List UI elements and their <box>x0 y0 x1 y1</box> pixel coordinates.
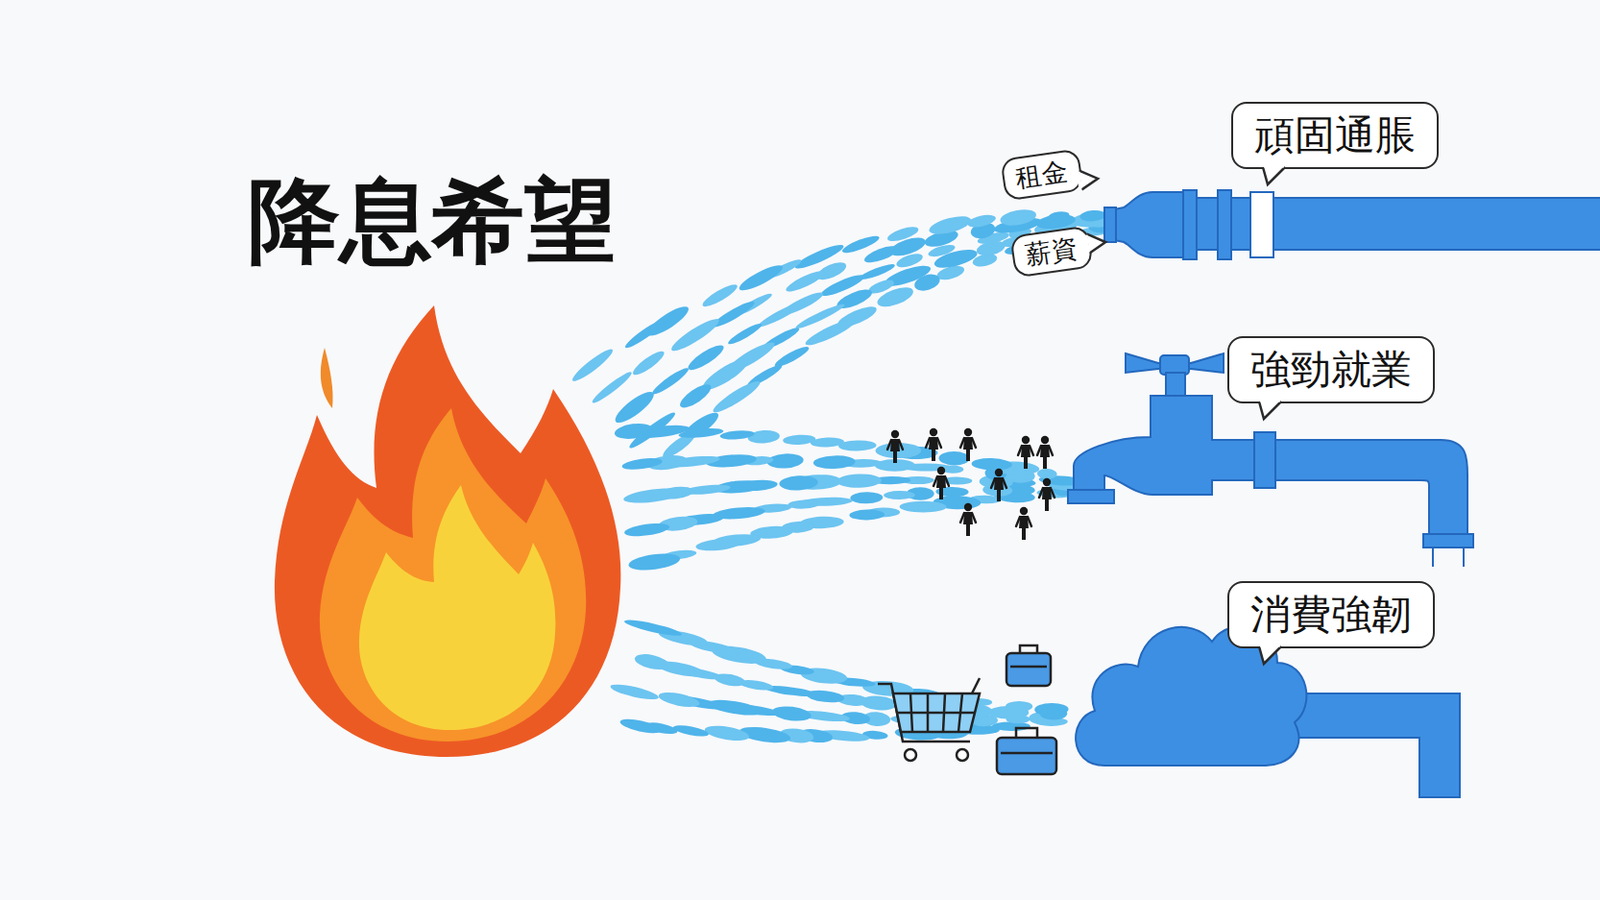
water-drop <box>726 320 764 347</box>
water-drop <box>755 298 807 331</box>
water-drop <box>813 455 856 470</box>
fire <box>274 305 621 757</box>
water-drop <box>998 207 1038 229</box>
water-drop <box>719 429 755 441</box>
water-drop <box>621 456 663 472</box>
water-drop <box>632 651 671 673</box>
people <box>887 428 1055 540</box>
water-drop <box>623 521 671 539</box>
water-drop <box>927 213 973 239</box>
water-drop <box>618 716 662 737</box>
water-drop <box>613 421 654 441</box>
water-drop <box>787 499 821 510</box>
water-drop <box>1037 467 1058 480</box>
water-drop <box>650 364 692 398</box>
speech-bubble: 消費強韌 <box>1227 581 1435 649</box>
water-drop <box>899 501 947 513</box>
water-drop <box>814 259 849 284</box>
water-drop <box>778 474 819 491</box>
briefcase <box>996 645 1057 775</box>
water-drop <box>622 485 683 507</box>
cloud-pipe <box>1075 626 1460 798</box>
water-streams <box>569 207 1119 746</box>
water-drop <box>628 551 682 574</box>
water-drop <box>782 434 816 446</box>
water-drop <box>862 242 900 267</box>
water-drop <box>747 429 780 445</box>
water-drop <box>805 688 846 704</box>
bubble-tail <box>1258 643 1284 665</box>
speech-bubble: 薪資 <box>1009 225 1093 279</box>
bubble-tail <box>1261 164 1287 186</box>
water-drop <box>623 315 668 351</box>
water-drop <box>703 723 751 744</box>
water-drop <box>713 671 747 688</box>
water-drop <box>783 267 826 295</box>
water-drop <box>700 281 740 311</box>
bubble-text: 租金 <box>1014 155 1070 194</box>
bubble-text: 頑固通脹 <box>1254 111 1416 160</box>
shopping-cart <box>877 678 980 761</box>
water-drop <box>569 345 616 386</box>
water-drop <box>623 617 683 639</box>
water-drop <box>1034 703 1069 717</box>
bubble-text: 強勁就業 <box>1250 345 1412 394</box>
water-drop <box>840 232 881 256</box>
speech-bubble: 強勁就業 <box>1227 336 1435 404</box>
water-drop <box>611 387 658 428</box>
water-drop <box>848 509 885 521</box>
water-drop <box>849 491 883 505</box>
water-drop <box>1047 210 1070 221</box>
water-drop <box>695 536 741 553</box>
water-drop <box>672 723 710 739</box>
bubble-tail <box>1258 398 1284 420</box>
water-drop <box>608 681 659 704</box>
pipe <box>1104 190 1600 260</box>
water-drop <box>589 368 634 406</box>
water-drop <box>677 380 715 413</box>
speech-bubble: 頑固通脹 <box>1231 101 1439 170</box>
water-drop <box>883 490 916 500</box>
water-drop <box>1079 209 1107 222</box>
water-drop <box>885 223 920 244</box>
water-drop <box>710 297 757 331</box>
water-drop <box>970 457 1013 471</box>
speech-bubble: 租金 <box>999 148 1084 202</box>
water-drop <box>938 451 970 466</box>
title: 降息希望 <box>247 170 617 273</box>
bubble-tail <box>1084 230 1109 255</box>
water-drop <box>736 261 786 295</box>
water-drop <box>858 261 897 282</box>
bubble-text: 消費強韌 <box>1250 590 1412 639</box>
water-drop <box>1005 701 1033 712</box>
water-drop <box>793 241 847 272</box>
water-drop <box>657 689 702 710</box>
bubble-text: 薪資 <box>1023 232 1080 271</box>
water-drop <box>630 347 667 379</box>
bubble-tail <box>1076 167 1101 192</box>
water-drop <box>684 340 727 374</box>
water-drop <box>836 473 882 488</box>
